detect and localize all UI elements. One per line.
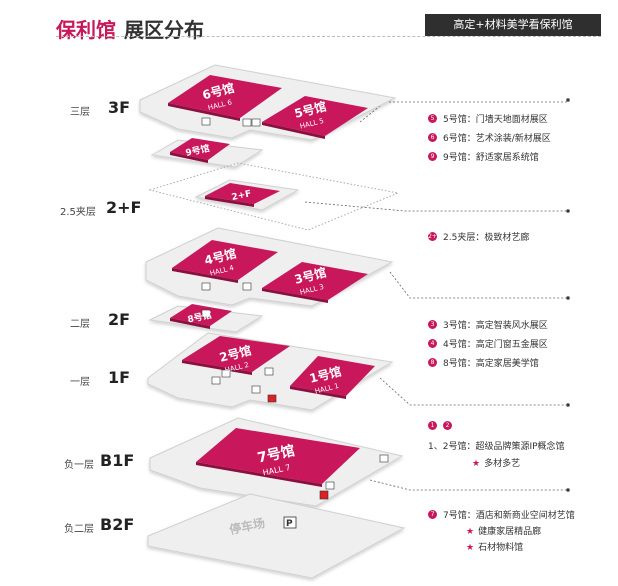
legend-num-icon: 7 xyxy=(428,510,437,519)
floor-25f-outline xyxy=(148,162,400,231)
hall-5-block xyxy=(262,96,368,136)
floor-label-b2f-cn: 负二层 xyxy=(64,524,94,535)
floor-b2f-slab xyxy=(147,493,406,579)
floor-label-25f: 2+F xyxy=(106,198,142,217)
hall-6-block xyxy=(168,75,282,118)
legend-num-icon: 6 xyxy=(428,133,437,142)
elevator-icon xyxy=(201,282,211,291)
floor-b2f xyxy=(147,493,406,579)
page-title: 保利馆展区分布 xyxy=(56,14,204,43)
floor-label-1f-cn: 一层 xyxy=(70,377,90,388)
legend-num-icon: 8 xyxy=(428,358,437,367)
facility-icon xyxy=(251,118,261,127)
legend-num-icon: 2+ xyxy=(428,232,437,241)
star-icon: ★ xyxy=(466,527,475,537)
floor-label-2f: 2F xyxy=(108,310,131,329)
legend-hall-1-2-item: ★多材多艺 xyxy=(472,459,521,469)
hall-3-block xyxy=(262,262,368,300)
hall-1-block xyxy=(290,356,375,396)
legend-num-icon: 5 xyxy=(428,114,437,123)
parking-icon: P xyxy=(286,519,293,529)
facility-icon xyxy=(221,369,231,378)
floor-label-1f: 1F xyxy=(108,368,131,387)
parking-icon-box xyxy=(283,516,297,529)
legend-hall-1-2-nums: 1 2 xyxy=(428,421,458,430)
floor-3f xyxy=(139,64,397,168)
floor-2f xyxy=(145,227,394,333)
legend-hall-4: 4 4号馆：高定门窗五金展区 xyxy=(428,337,548,350)
legend-hall-3: 3 3号馆：高定智装风水展区 xyxy=(428,318,548,331)
title-sub: 展区分布 xyxy=(124,18,204,42)
hall-2plus-label: 2+F xyxy=(231,189,253,203)
legend-hall-1-2: 1、2号馆：超级品牌策源IP概念馆 xyxy=(428,442,565,452)
legend-hall-7-item: ★健康家居精品廊 xyxy=(466,527,542,537)
slogan-badge: 高定+材料美学看保利馆 xyxy=(425,14,601,36)
floor-label-b2f: B2F xyxy=(100,515,135,534)
legend-hall-7: 7 7号馆：酒店和新商业空间材艺馆 xyxy=(428,508,575,521)
hall-2plus-block xyxy=(205,183,280,204)
header-divider xyxy=(56,36,601,37)
legend-hall-6: 6 6号馆：艺术涂装/新材展区 xyxy=(428,131,551,144)
star-icon: ★ xyxy=(466,543,475,553)
legend-num-icon: 2 xyxy=(443,421,452,430)
facility-icon xyxy=(242,118,252,127)
floor-label-2f-cn: 二层 xyxy=(70,319,90,330)
hall-2-block xyxy=(182,336,290,372)
floor-label-b1f-cn: 负一层 xyxy=(64,460,94,471)
legend-hall-7-item: ★石材物料馆 xyxy=(466,543,524,553)
floor-25f xyxy=(148,162,400,231)
legend-num-icon: 1 xyxy=(428,421,437,430)
floor-label-3f-cn: 三层 xyxy=(70,107,90,118)
facility-icon xyxy=(211,376,221,385)
restroom-icon xyxy=(379,454,389,463)
floor-label-b1f: B1F xyxy=(100,451,135,470)
legend-hall-5: 5 5号馆：门墙天地面材展区 xyxy=(428,112,548,125)
cashier-icon xyxy=(319,490,329,500)
legend-num-icon: 4 xyxy=(428,339,437,348)
first-aid-icon xyxy=(267,394,277,403)
elevator-icon xyxy=(201,117,211,126)
hall-4-block xyxy=(172,240,278,280)
legend-hall-9: 9 9号馆：舒适家居系统馆 xyxy=(428,150,539,163)
hall-9-block xyxy=(170,138,230,160)
facility-icon xyxy=(201,309,211,318)
parking-label: 停车场 xyxy=(228,515,266,537)
title-brand: 保利馆 xyxy=(56,18,116,42)
hall-8-block xyxy=(170,304,232,326)
floor-label-3f: 3F xyxy=(108,98,131,117)
legend-mezzanine: 2+ 2.5夹层：极致材艺廊 xyxy=(428,232,530,243)
legend-hall-8: 8 8号馆：高定家居美学馆 xyxy=(428,356,539,369)
star-icon: ★ xyxy=(472,459,481,469)
floor-1f xyxy=(147,332,394,411)
info-icon xyxy=(264,367,274,376)
hall-7-block xyxy=(196,428,360,484)
facility-icon xyxy=(242,282,252,291)
legend-num-icon: 3 xyxy=(428,320,437,329)
legend-num-icon: 9 xyxy=(428,152,437,161)
floor-b1f xyxy=(149,417,404,507)
restaurant-icon xyxy=(325,481,335,490)
floor-label-25f-cn: 2.5夹层 xyxy=(60,207,96,218)
elevator-icon xyxy=(251,385,261,394)
